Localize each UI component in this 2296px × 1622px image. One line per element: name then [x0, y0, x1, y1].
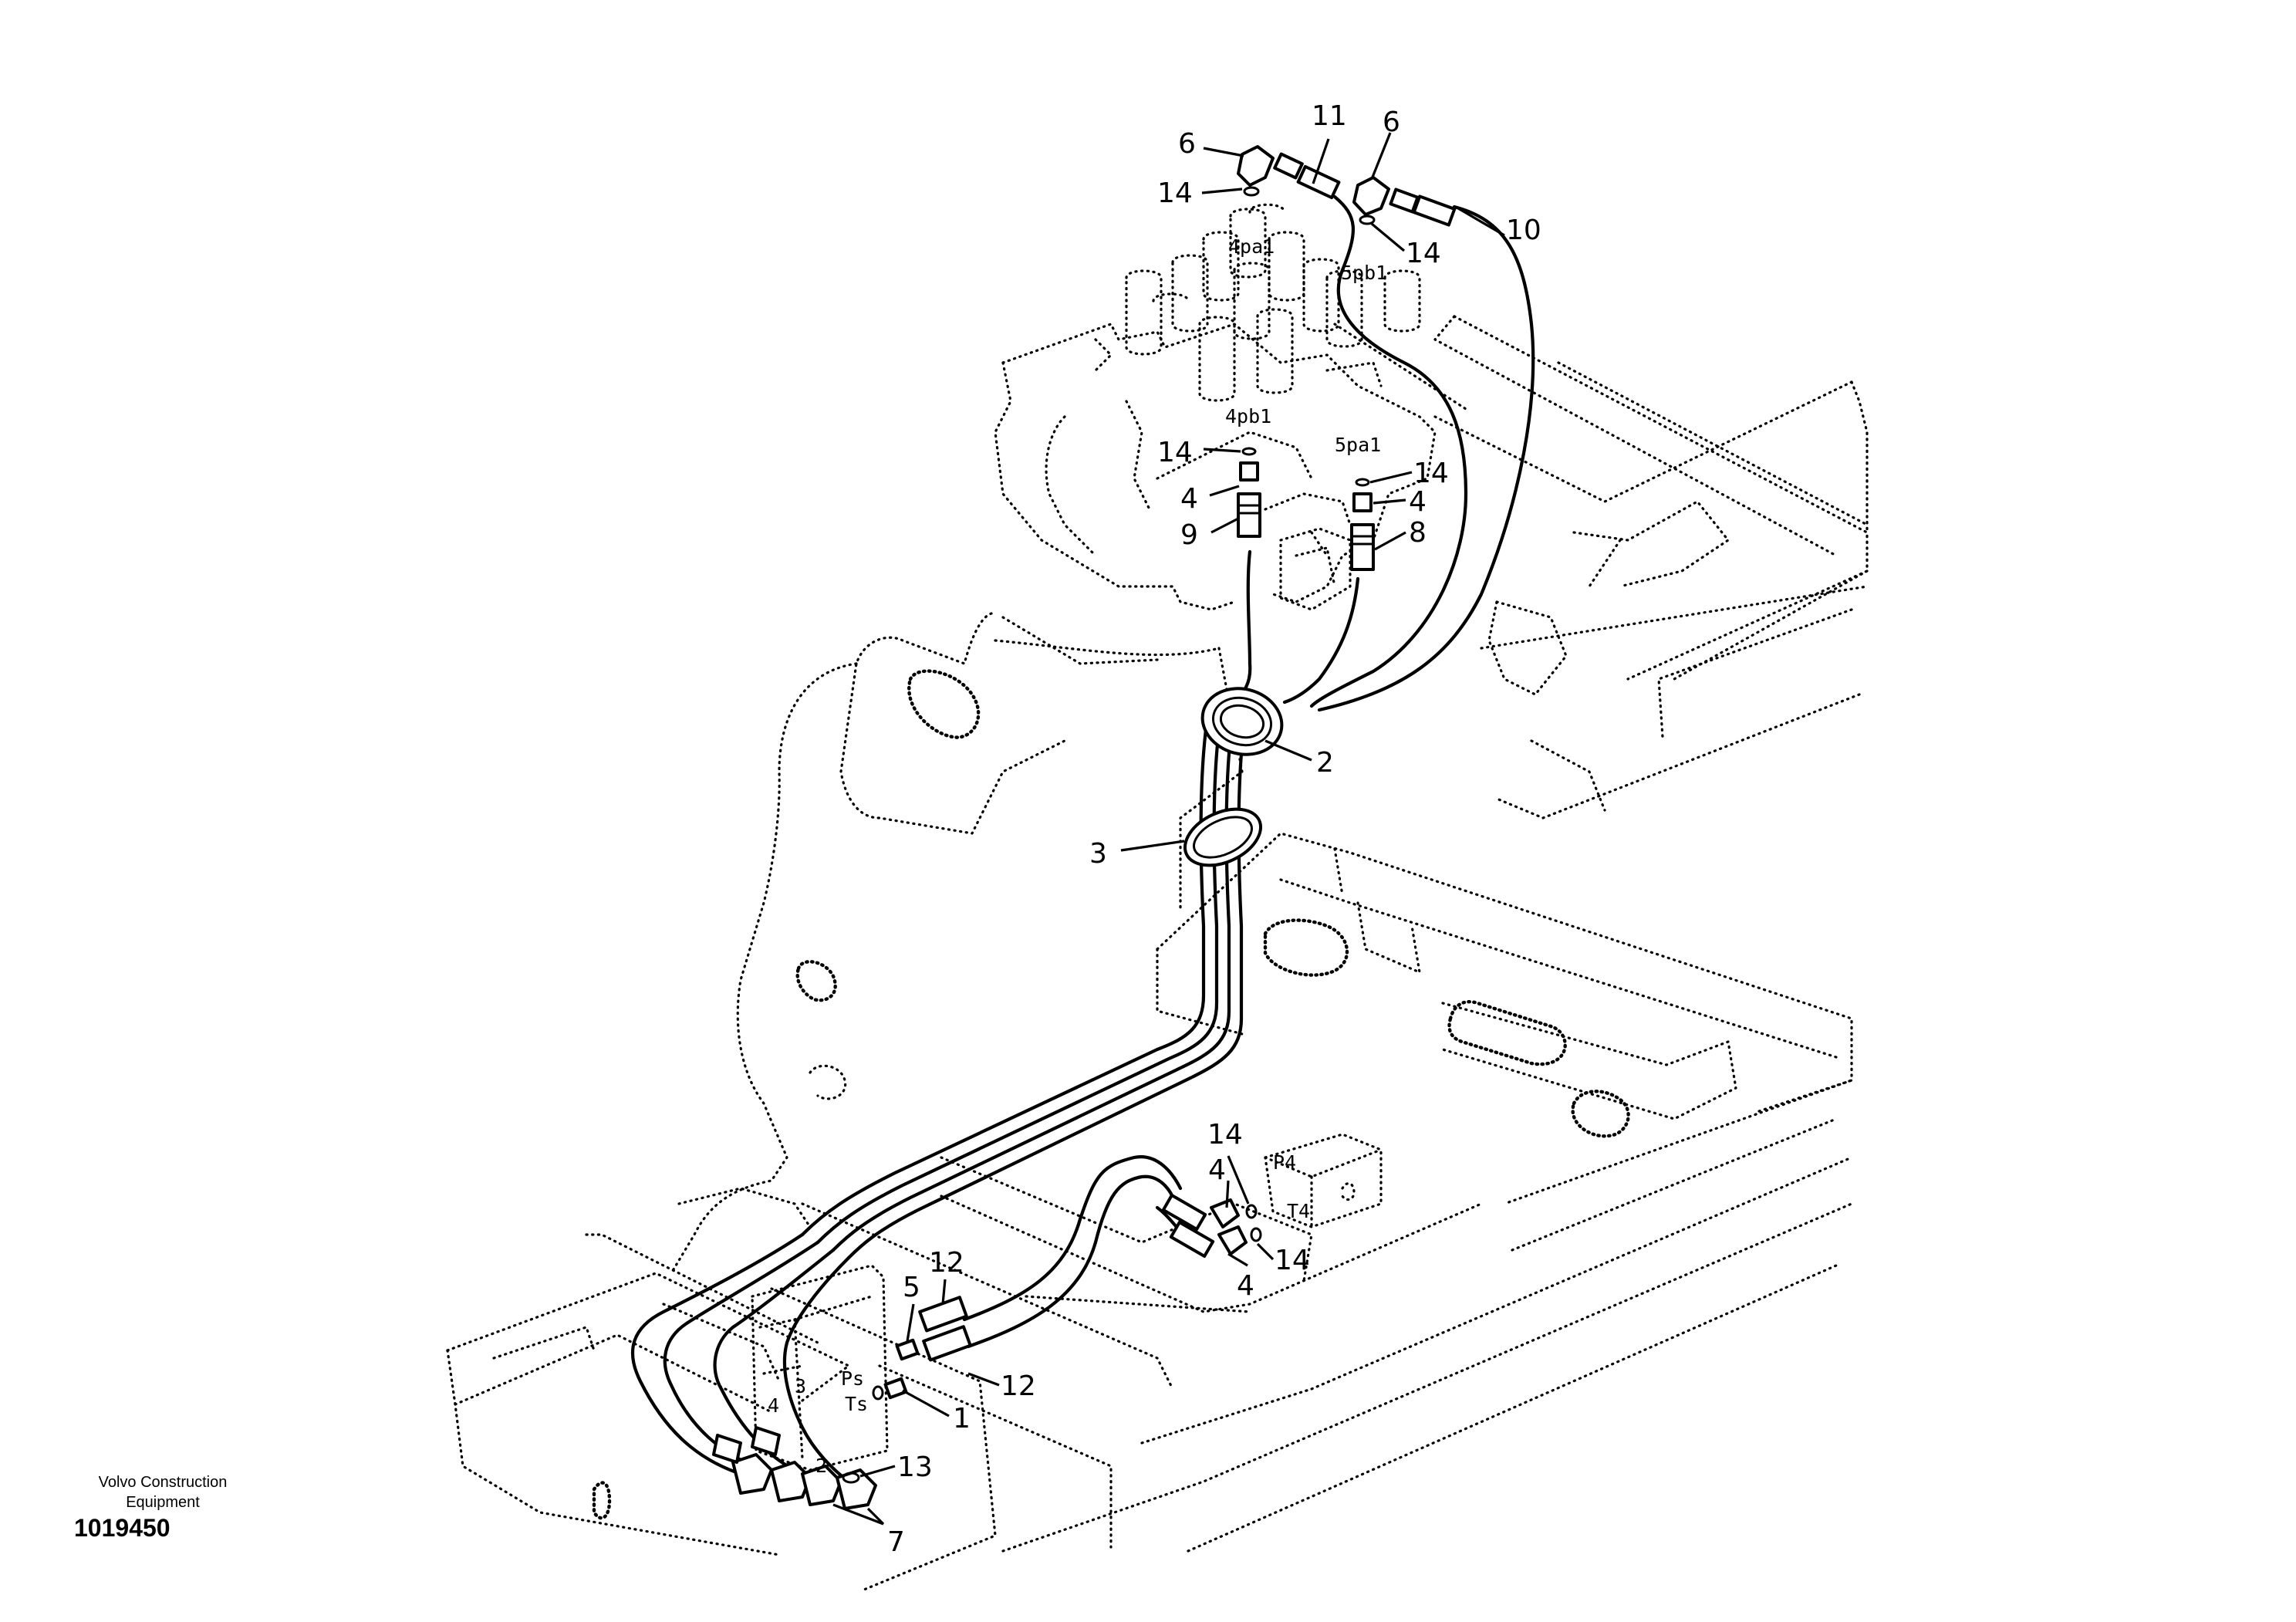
port-markings: 4pa1 5pb1 4pb1 5pa1 P4 T4 Ps Ts 3 4 2 — [768, 235, 1387, 1477]
port-mark-Ts: Ts — [845, 1393, 868, 1415]
callout-12-upper: 12 — [929, 1247, 964, 1279]
callout-10: 10 — [1506, 215, 1541, 246]
leader-lines — [832, 132, 1505, 1526]
hose-bundle — [630, 194, 1535, 1484]
callout-14-selector-bottom: 14 — [1275, 1245, 1310, 1276]
callout-13: 13 — [897, 1451, 933, 1483]
callout-5: 5 — [903, 1272, 920, 1303]
port-mark-5pb1: 5pb1 — [1341, 262, 1387, 284]
callout-4-selector-top: 4 — [1208, 1154, 1226, 1186]
callout-14-mid-right: 14 — [1413, 458, 1449, 489]
grommet-3 — [1183, 807, 1263, 867]
callout-14-mid-left: 14 — [1157, 437, 1193, 468]
selector-valve-block — [1264, 1133, 1383, 1228]
pilot-valve-block — [751, 1264, 889, 1472]
port-mark-T4: T4 — [1287, 1200, 1310, 1222]
valve-spools — [1094, 203, 1421, 402]
callout-6-left: 6 — [1178, 128, 1196, 160]
callout-4-selector-bottom: 4 — [1237, 1270, 1254, 1302]
callout-1: 1 — [953, 1403, 971, 1434]
port-mark-5pa1: 5pa1 — [1335, 434, 1381, 456]
upper-frame-outline — [446, 315, 1869, 1591]
control-valve-body — [994, 203, 1437, 611]
port-mark-4pb1: 4pb1 — [1225, 405, 1271, 427]
port-mark-4: 4 — [768, 1394, 779, 1417]
callout-14-top-left: 14 — [1157, 177, 1193, 209]
port-mark-4pa1: 4pa1 — [1228, 235, 1275, 258]
callout-12-lower: 12 — [1001, 1370, 1036, 1402]
company-caption: Volvo Construction Equipment — [98, 1474, 228, 1511]
fittings — [712, 145, 1457, 1510]
port-mark-2: 2 — [815, 1455, 827, 1477]
callout-4-mid-left: 4 — [1180, 483, 1198, 515]
drawing-number: 1019450 — [74, 1514, 171, 1542]
callout-11: 11 — [1312, 100, 1347, 132]
grommet-2 — [1200, 687, 1284, 756]
callout-3: 3 — [1089, 838, 1107, 870]
callout-14-selector-top: 14 — [1207, 1119, 1243, 1151]
callout-6-right: 6 — [1383, 106, 1400, 138]
callout-7: 7 — [887, 1526, 905, 1558]
callout-2: 2 — [1316, 747, 1334, 779]
port-mark-Ps: Ps — [841, 1367, 864, 1390]
port-mark-3: 3 — [795, 1375, 806, 1397]
port-mark-P4: P4 — [1273, 1151, 1296, 1174]
callout-9: 9 — [1180, 519, 1198, 551]
callouts: 6 11 6 10 14 14 14 14 4 4 9 8 2 3 14 4 1… — [887, 100, 1541, 1558]
chassis-outline — [670, 612, 1244, 1275]
callout-14-top-right: 14 — [1406, 238, 1441, 269]
callout-4-mid-right: 4 — [1409, 486, 1427, 518]
callout-8: 8 — [1409, 517, 1427, 549]
